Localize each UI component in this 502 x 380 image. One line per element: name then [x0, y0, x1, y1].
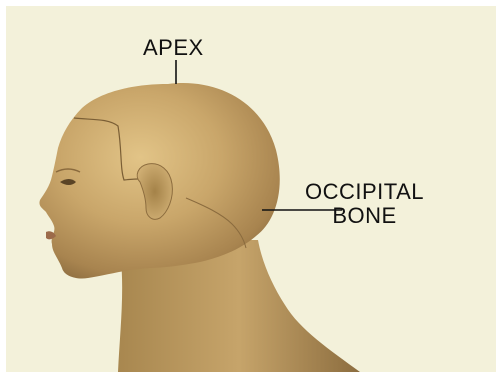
apex-label: APEX [143, 36, 204, 60]
occipital-bone-label: OCCIPITAL BONE [305, 180, 424, 228]
occipital-label-line2: BONE [305, 204, 424, 228]
occipital-label-line1: OCCIPITAL [305, 180, 424, 204]
